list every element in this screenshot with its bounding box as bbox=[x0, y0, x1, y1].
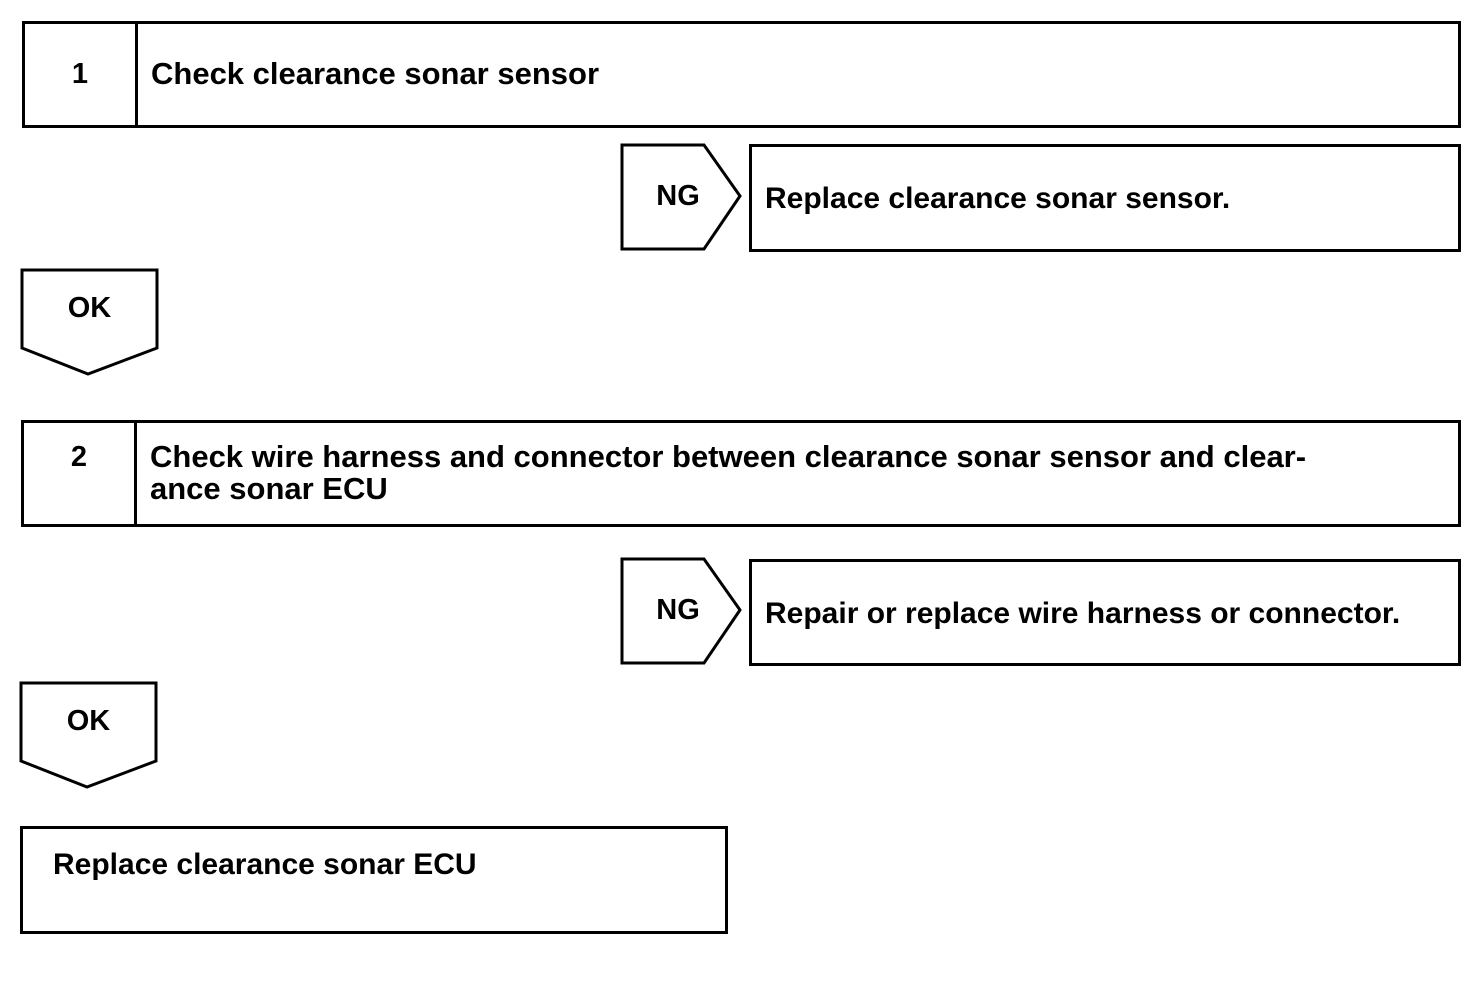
ng-label-2: NG bbox=[656, 594, 700, 626]
ng-action-1-box: Replace clearance sonar sensor. bbox=[749, 144, 1461, 252]
ng-arrow-1 bbox=[620, 143, 742, 251]
ng-action-2-text: Repair or replace wire harness or connec… bbox=[765, 597, 1401, 630]
step-2-title-line-1: Check wire harness and connector between… bbox=[150, 439, 1307, 474]
ng-action-1-text: Replace clearance sonar sensor. bbox=[765, 182, 1231, 215]
ok-label-2: OK bbox=[66, 705, 111, 737]
step-2-title-line-2: ance sonar ECU bbox=[150, 471, 388, 506]
step-1-box: 1 Check clearance sonar sensor bbox=[22, 21, 1461, 128]
step-2-box: 2 Check wire harness and connector betwe… bbox=[21, 420, 1461, 527]
ok-arrow-2 bbox=[19, 681, 158, 789]
ng-arrow-2 bbox=[620, 557, 742, 665]
step-2-number: 2 bbox=[24, 423, 137, 524]
final-action-box: Replace clearance sonar ECU bbox=[20, 826, 728, 934]
step-1-title: Check clearance sonar sensor bbox=[151, 56, 600, 91]
step-1-number: 1 bbox=[25, 24, 138, 125]
ng-label-1: NG bbox=[656, 180, 700, 212]
ok-label-1: OK bbox=[67, 292, 112, 324]
final-action-text: Replace clearance sonar ECU bbox=[53, 848, 477, 881]
ng-action-2-box: Repair or replace wire harness or connec… bbox=[749, 559, 1461, 666]
ok-arrow-1 bbox=[20, 268, 159, 376]
